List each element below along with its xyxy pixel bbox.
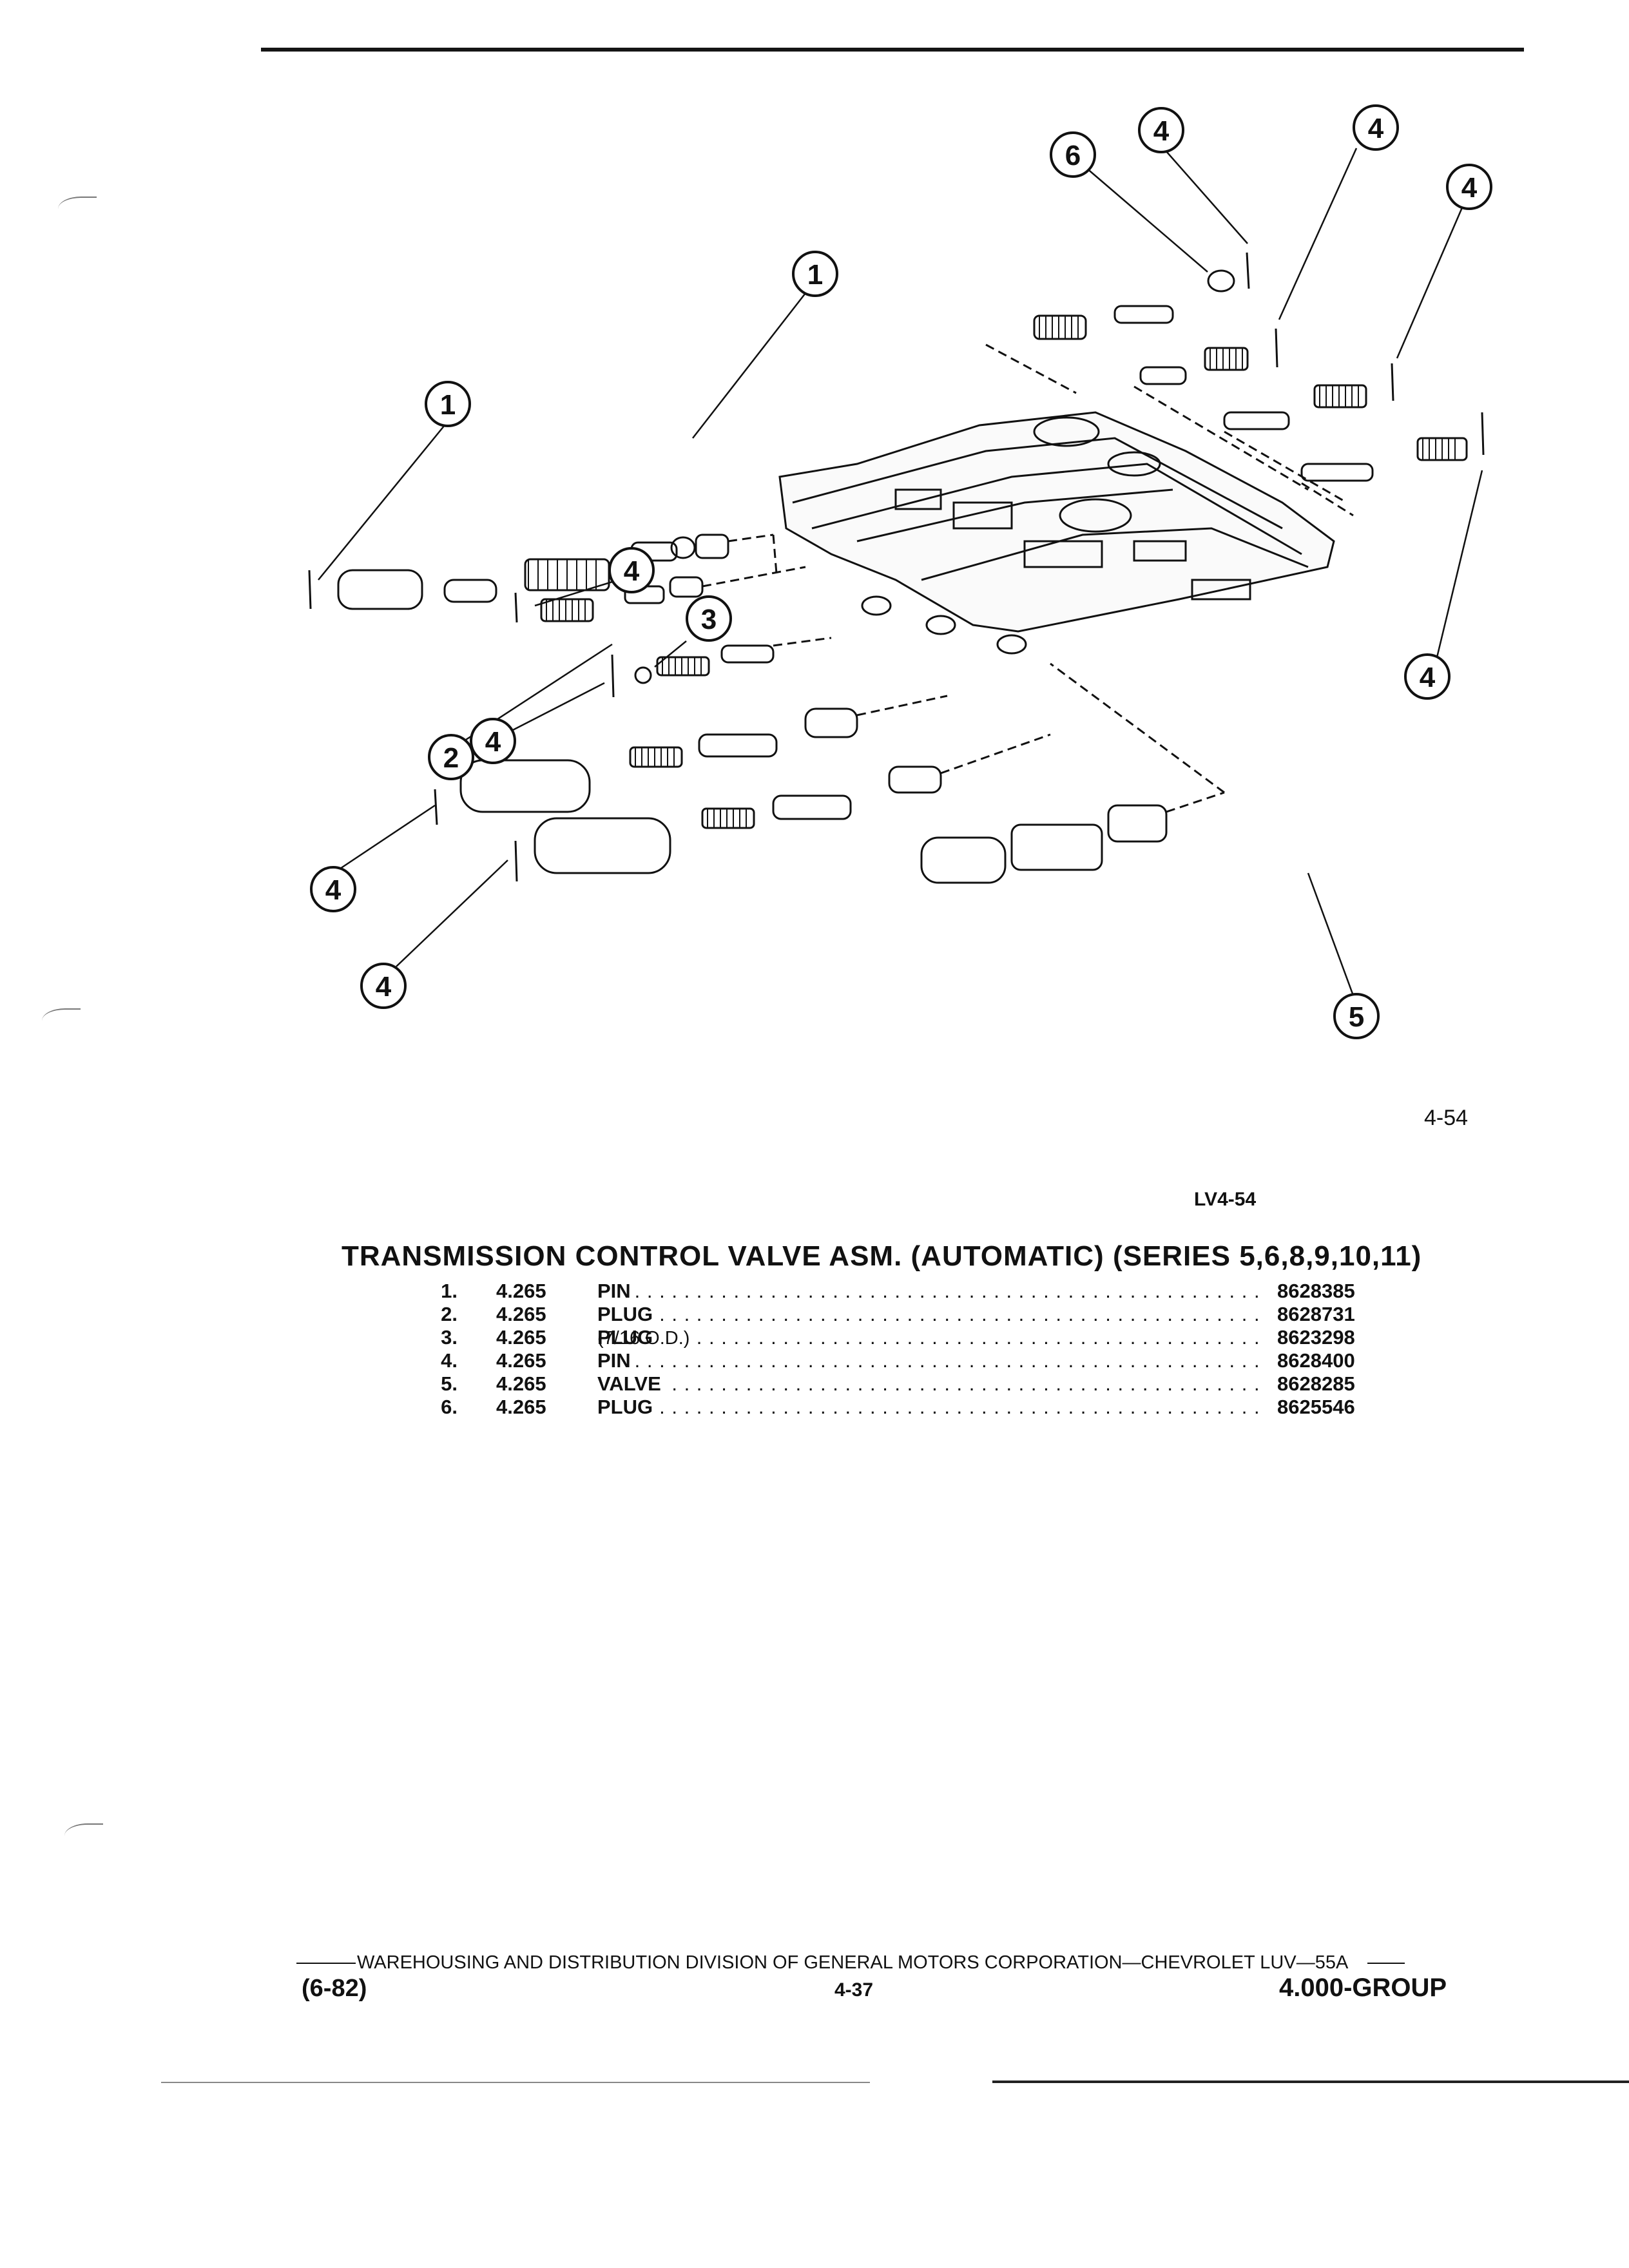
callout-4e: 4 — [1153, 115, 1170, 147]
callout-numbers: 1 1 2 3 4 4 4 4 4 4 4 4 6 5 — [325, 113, 1478, 1033]
top-rule — [261, 48, 1524, 52]
valve-5-assembly — [920, 662, 1225, 884]
item-number: 6. — [441, 1396, 458, 1418]
parts-list-title: TRANSMISSION CONTROL VALVE ASM. (AUTOMAT… — [342, 1240, 1422, 1272]
part-number: 8628731 — [1277, 1303, 1355, 1325]
item-number: 3. — [441, 1326, 458, 1349]
figure-number: 4-54 — [1424, 1106, 1469, 1130]
callout-3: 3 — [701, 604, 717, 635]
group-number: 4.265 — [496, 1280, 546, 1302]
footer-rule-left — [296, 1963, 356, 1965]
item-number: 4. — [441, 1349, 458, 1372]
group-label: 4.000-GROUP — [1279, 1974, 1447, 2002]
item-number: 2. — [441, 1303, 458, 1325]
part-name: PLUG — [597, 1396, 657, 1418]
callout-4d: 4 — [376, 971, 392, 1003]
footer-rule-right — [1367, 1963, 1405, 1965]
group-number: 4.265 — [496, 1349, 546, 1372]
part-number: 8628285 — [1277, 1372, 1355, 1395]
callout-4b: 4 — [485, 726, 501, 758]
valve-train-4 — [434, 695, 948, 825]
part-number: 8628400 — [1277, 1349, 1355, 1372]
callout-4f: 4 — [1368, 113, 1384, 144]
item-number: 5. — [441, 1372, 458, 1395]
valve-body — [778, 411, 1335, 655]
group-number: 4.265 — [496, 1326, 546, 1349]
group-number: 4.265 — [496, 1372, 546, 1395]
valve-train-2 — [514, 566, 806, 623]
part-name-with-detail: PLUG (7/16 O.D.) — [597, 1326, 694, 1349]
callouts — [310, 104, 1492, 1039]
valve-train-5 — [514, 733, 1051, 882]
valve-train-3 — [611, 637, 832, 698]
part-number: 8623298 — [1277, 1326, 1355, 1349]
callout-4c: 4 — [325, 874, 342, 906]
part-name-cell: VALVE — [597, 1372, 1268, 1396]
bottom-rule-faint — [161, 2082, 870, 2083]
callout-4h: 4 — [1420, 662, 1436, 693]
part-name-cell: PLUG (7/16 O.D.) — [597, 1326, 1268, 1350]
part-name: PIN — [597, 1280, 635, 1302]
group-number: 4.265 — [496, 1303, 546, 1325]
callout-4a: 4 — [624, 555, 640, 587]
valve-train-1 — [308, 533, 778, 610]
footer-publisher-line: WAREHOUSING AND DISTRIBUTION DIVISION OF… — [296, 1952, 1405, 1974]
valve-train-8 — [1223, 363, 1394, 504]
part-name-cell: PIN — [597, 1280, 1268, 1303]
part-number: 8628385 — [1277, 1280, 1355, 1302]
leader-lines — [318, 148, 1483, 996]
bottom-rule — [992, 2081, 1629, 2083]
callout-1a: 1 — [440, 389, 456, 421]
callout-4g: 4 — [1461, 172, 1478, 204]
part-name-cell: PLUG — [597, 1396, 1268, 1419]
part-name-cell: PLUG — [597, 1303, 1268, 1326]
exploded-view-diagram: 1 1 2 3 4 4 4 4 4 4 4 4 6 5 — [308, 104, 1492, 1039]
callout-2: 2 — [443, 742, 459, 774]
group-number: 4.265 — [496, 1396, 546, 1418]
binder-hole-mark — [58, 197, 97, 217]
part-name: VALVE — [597, 1372, 665, 1395]
footer-publisher: WAREHOUSING AND DISTRIBUTION DIVISION OF… — [357, 1952, 1349, 1973]
part-name: PLUG — [597, 1326, 653, 1349]
valve-train-7 — [1133, 328, 1309, 491]
part-detail: (7/16 O.D.) — [597, 1328, 690, 1349]
valve-train-6 — [985, 252, 1250, 394]
revision-date: (6-82) — [302, 1975, 367, 2002]
part-name-cell: PIN — [597, 1349, 1268, 1372]
part-name: PLUG — [597, 1303, 657, 1325]
binder-hole-mark — [42, 1008, 81, 1029]
part-number: 8625546 — [1277, 1396, 1355, 1418]
callout-5: 5 — [1349, 1001, 1364, 1033]
page-number: 4-37 — [834, 1979, 874, 2001]
figure-code: LV4-54 — [1194, 1189, 1257, 1210]
valve-train-9 — [1300, 412, 1485, 517]
part-name: PIN — [597, 1349, 635, 1372]
binder-hole-mark — [64, 1823, 103, 1844]
callout-6: 6 — [1065, 140, 1081, 171]
item-number: 1. — [441, 1280, 458, 1302]
callout-1b: 1 — [807, 259, 823, 291]
